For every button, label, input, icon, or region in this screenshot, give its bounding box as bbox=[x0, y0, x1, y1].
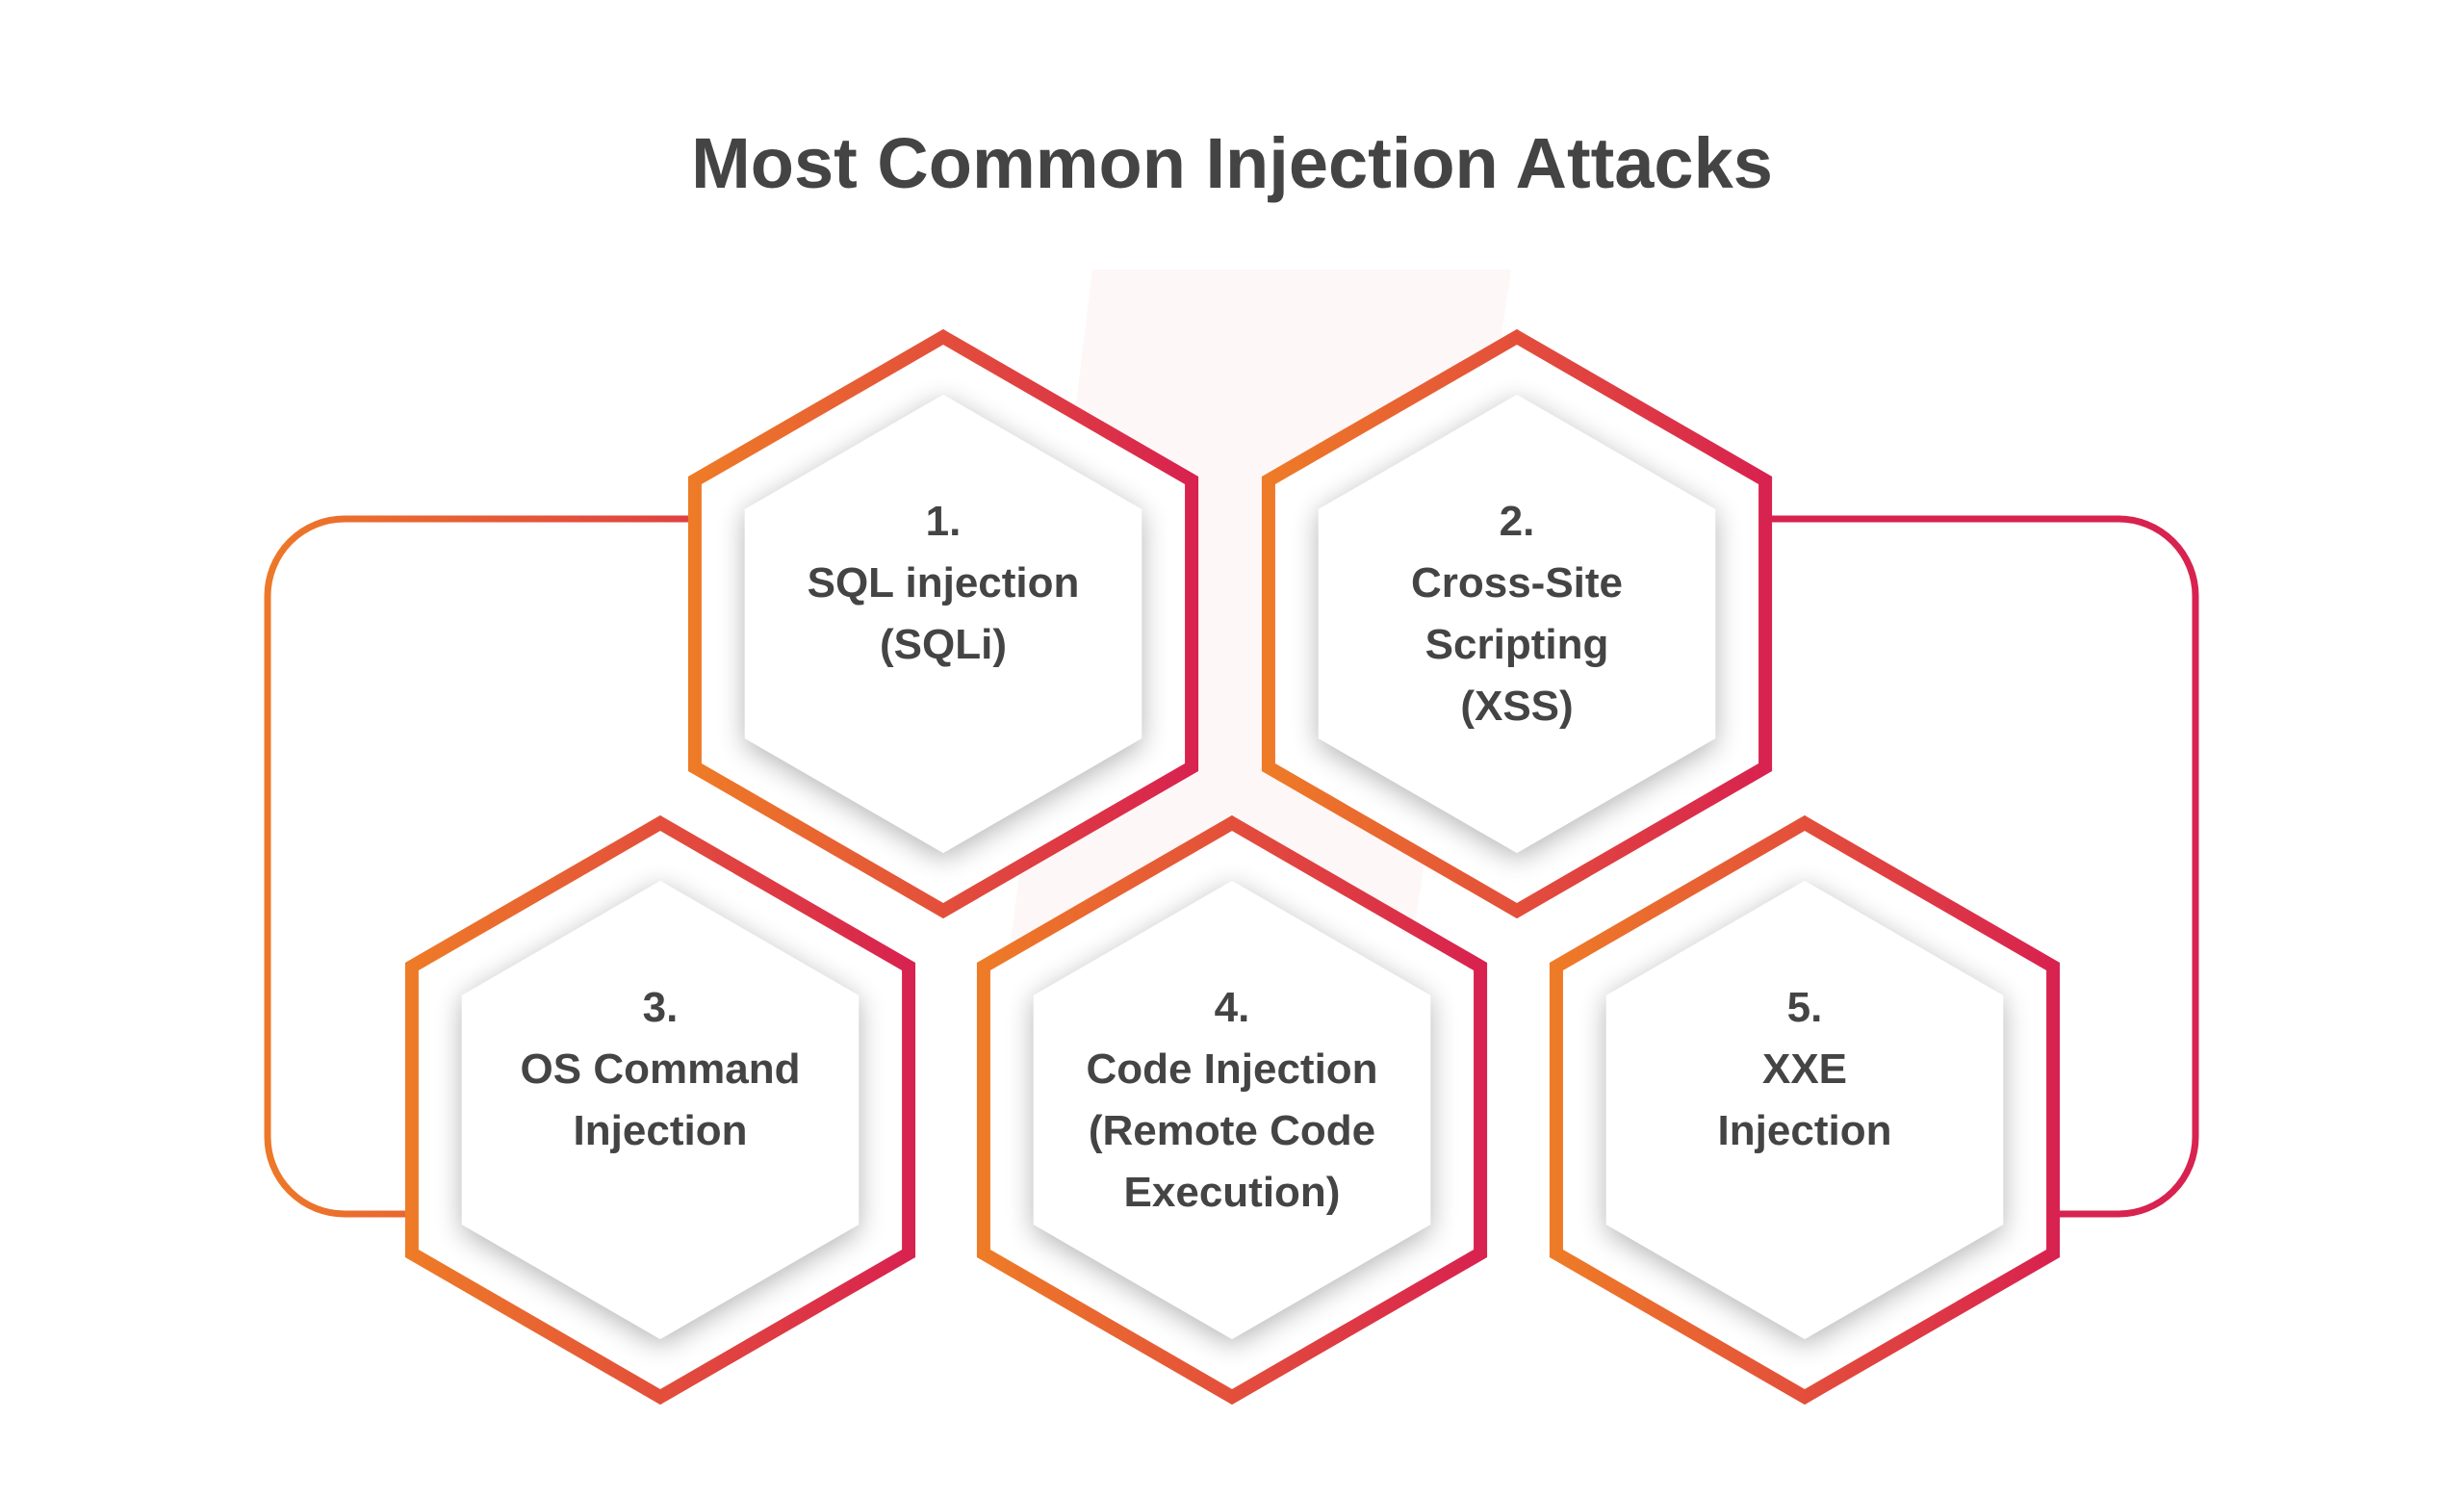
hexagon-item-1: 1. SQL injection (SQLi) bbox=[687, 328, 1199, 919]
item-number: 3. bbox=[643, 984, 679, 1031]
hexagon-item-5: 5. XXE Injection bbox=[1549, 814, 2061, 1406]
left-connector-line bbox=[264, 515, 689, 1218]
item-label-line: Injection bbox=[574, 1107, 748, 1154]
item-label-line: Cross-Site bbox=[1411, 559, 1623, 607]
hexagon-inner bbox=[1318, 395, 1716, 853]
item-label-line: Execution) bbox=[1124, 1169, 1341, 1216]
item-label-line: (XSS) bbox=[1460, 683, 1573, 730]
item-number: 2. bbox=[1500, 498, 1535, 545]
page-title: Most Common Injection Attacks bbox=[691, 123, 1773, 203]
item-label-line: (Remote Code bbox=[1089, 1107, 1375, 1154]
hexagon-inner bbox=[461, 881, 860, 1339]
item-label-line: Code Injection bbox=[1086, 1045, 1377, 1093]
item-label-line: XXE bbox=[1762, 1045, 1847, 1093]
item-number: 1. bbox=[926, 498, 962, 545]
hexagon-inner bbox=[1033, 881, 1431, 1339]
item-label-line: (SQLi) bbox=[880, 621, 1007, 668]
right-connector-line bbox=[1771, 515, 2199, 1218]
item-label-line: Scripting bbox=[1425, 621, 1609, 668]
hexagon-inner bbox=[1605, 881, 2004, 1339]
item-number: 4. bbox=[1215, 984, 1250, 1031]
item-label-line: OS Command bbox=[521, 1045, 801, 1093]
item-label-line: SQL injection bbox=[808, 559, 1080, 607]
hexagon-inner bbox=[744, 395, 1142, 853]
item-number: 5. bbox=[1787, 984, 1823, 1031]
item-label-line: Injection bbox=[1718, 1107, 1892, 1154]
